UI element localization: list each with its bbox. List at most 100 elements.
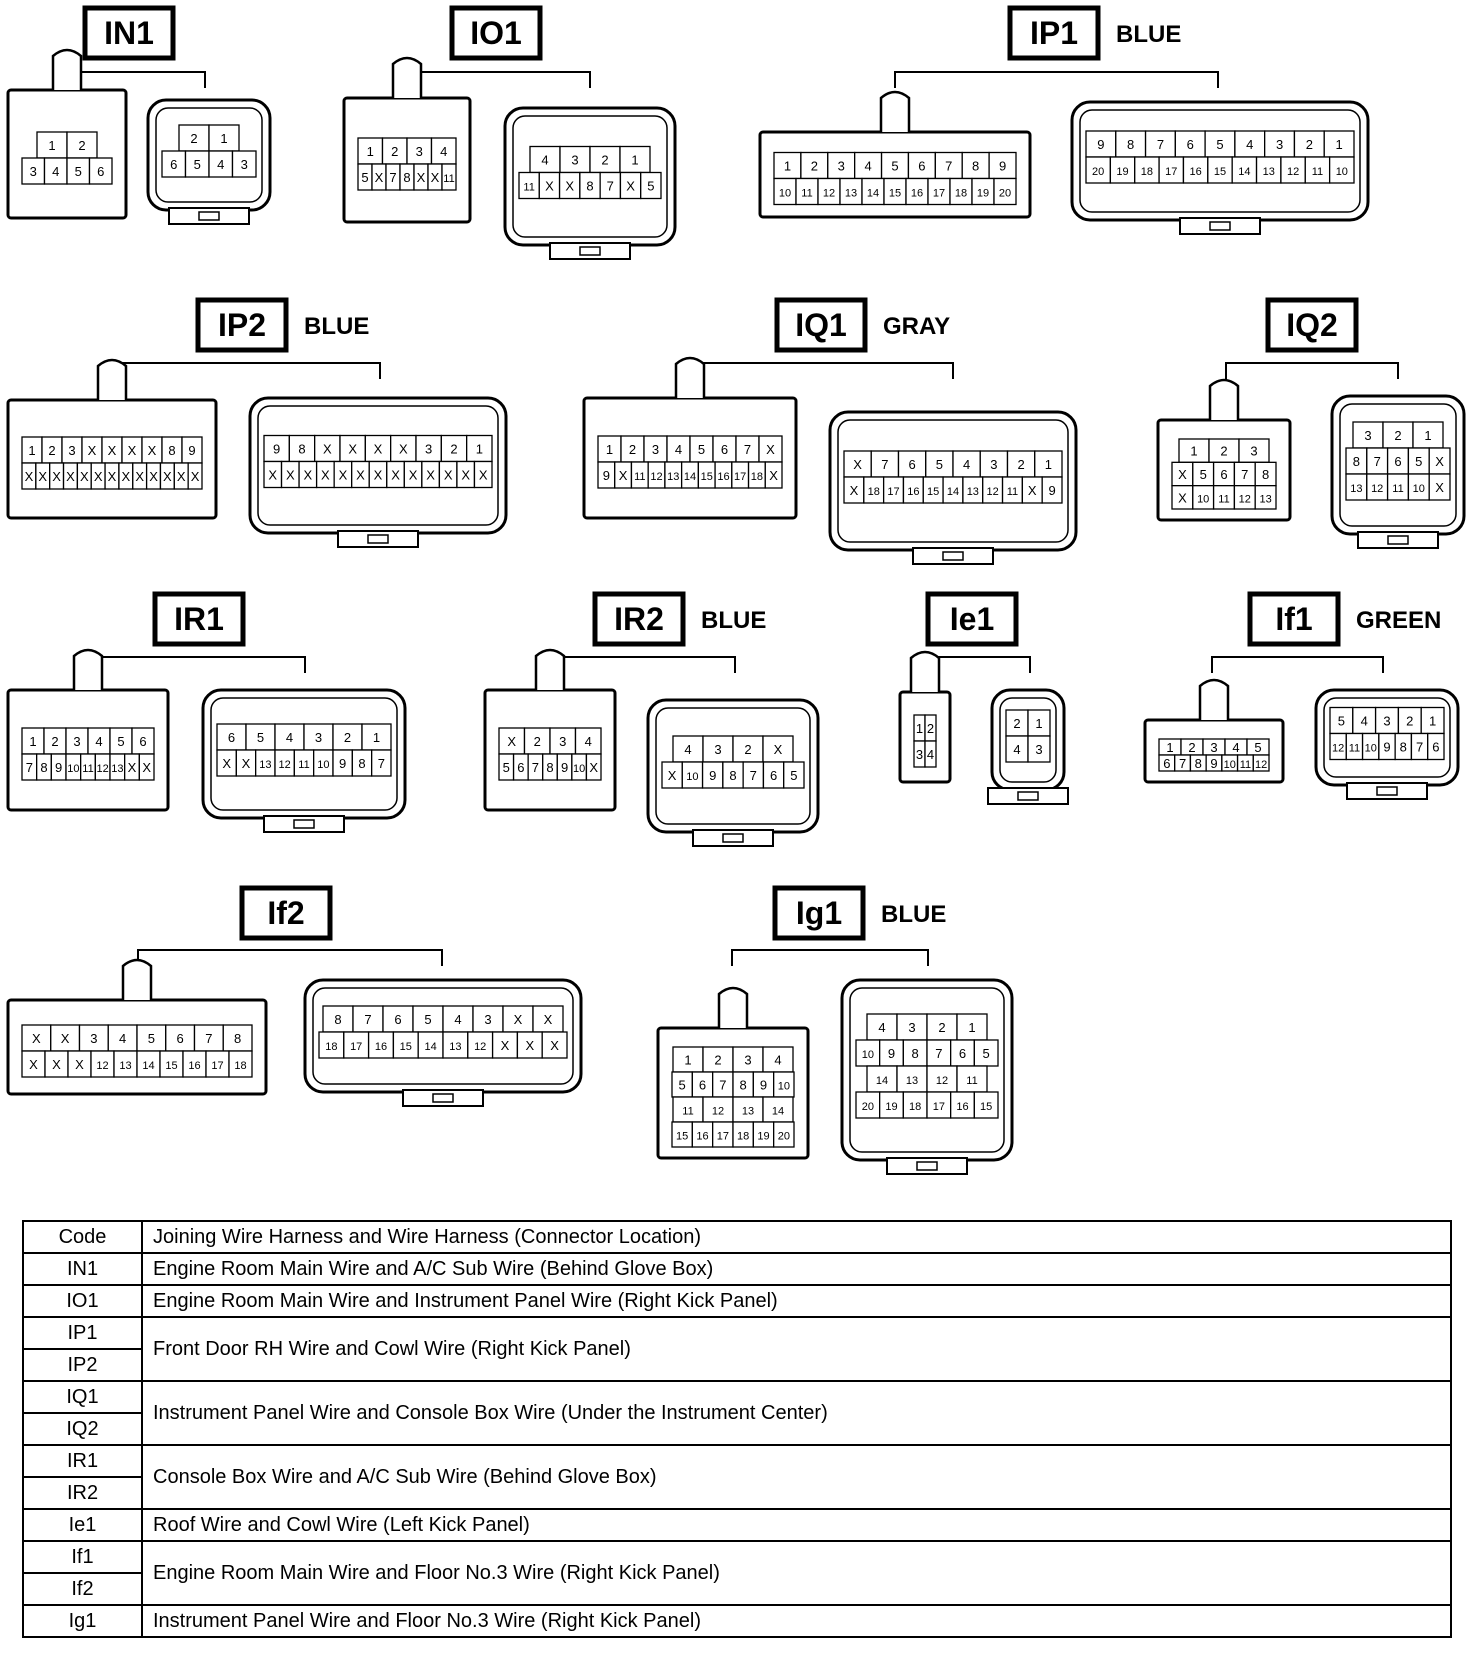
pin-number: 1	[631, 153, 638, 168]
pin-number: 10	[862, 1049, 874, 1061]
pin-cell	[1323, 130, 1355, 158]
pin-number: 2	[78, 138, 85, 153]
connector-bracket	[924, 656, 1031, 673]
pin-cell	[773, 1121, 795, 1148]
pin-number: 1	[968, 1020, 975, 1035]
pin-number: 7	[389, 170, 396, 185]
pin-number: X	[626, 179, 635, 194]
pin-cell	[952, 450, 981, 478]
pin-cell	[640, 171, 662, 200]
pin-number: 4	[95, 734, 102, 749]
connector-label-box	[925, 591, 1019, 647]
pin-number: 1	[1166, 740, 1173, 755]
pin-cell	[88, 157, 113, 185]
pin-number: 8	[912, 1046, 919, 1061]
connector-color-label: BLUE	[304, 313, 369, 340]
pin-cell	[1027, 735, 1051, 763]
pin-number: 8	[1262, 467, 1269, 482]
table-cell-code: IP2	[22, 1348, 143, 1382]
pin-number: X	[80, 469, 89, 484]
pin-cell	[412, 1005, 444, 1033]
table-cell-code: IO1	[22, 1284, 143, 1318]
pin-number: 1	[1335, 137, 1342, 152]
pin-number: 10	[67, 763, 79, 775]
pin-number: 3	[652, 442, 659, 457]
connector-housing-inner	[312, 987, 574, 1085]
table-cell-description: Engine Room Main Wire and Instrument Pan…	[141, 1284, 1452, 1318]
connector-code: IP2	[218, 307, 266, 343]
pin-cell	[732, 1096, 764, 1123]
pin-number: 14	[1238, 166, 1250, 178]
pin-number: 20	[862, 1101, 874, 1113]
pin-number: 2	[811, 159, 818, 174]
pin-cell	[979, 450, 1009, 478]
table-cell-code: If2	[22, 1572, 143, 1606]
pin-number: 9	[55, 760, 62, 775]
pin-number: X	[304, 468, 313, 483]
pin-number: 13	[667, 471, 679, 483]
pin-number: 11	[1312, 166, 1323, 178]
pin-number: 1	[48, 138, 55, 153]
pin-number: 10	[778, 1081, 790, 1093]
pin-cell	[672, 735, 704, 763]
pin-cell	[467, 1031, 494, 1059]
pin-number: 17	[350, 1041, 362, 1053]
pin-number: 12	[279, 759, 291, 771]
pin-number: 9	[561, 760, 568, 775]
pin-number: X	[1178, 490, 1187, 505]
pin-cell	[907, 151, 936, 180]
pin-number: 3	[1210, 740, 1217, 755]
pin-number: 7	[1241, 467, 1248, 482]
pin-number: X	[52, 469, 61, 484]
pin-number: X	[66, 469, 75, 484]
pin-number: X	[61, 1031, 70, 1046]
pin-number: 15	[165, 1060, 177, 1072]
table-header-description: Joining Wire Harness and Wire Harness (C…	[141, 1220, 1452, 1254]
pin-number: X	[417, 170, 426, 185]
pin-number: 1	[220, 131, 227, 146]
pin-number: 7	[945, 159, 952, 174]
table-cell-code: IR2	[22, 1476, 143, 1510]
pin-number: 2	[601, 153, 608, 168]
pin-number: 18	[955, 188, 967, 200]
pin-number: 6	[97, 164, 104, 179]
pin-number: 6	[177, 1031, 184, 1046]
pin-number: 18	[234, 1060, 246, 1072]
connector-housing-inner	[155, 107, 263, 203]
pin-number: 5	[1216, 137, 1223, 152]
pin-number: 18	[325, 1041, 337, 1053]
pin-cell	[390, 434, 417, 463]
pin-number: 7	[1374, 454, 1381, 469]
pin-number: 5	[503, 760, 510, 775]
table-cell-code: IP1	[22, 1316, 143, 1350]
pin-number: 8	[740, 1078, 747, 1093]
pin-number: 13	[845, 188, 857, 200]
pin-number: 13	[906, 1075, 918, 1087]
lock-lever-icon	[534, 648, 566, 690]
pin-number: 7	[378, 756, 385, 771]
pin-number: 4	[963, 457, 970, 472]
pin-cell	[762, 1046, 794, 1073]
table-cell-description: Front Door RH Wire and Cowl Wire (Right …	[141, 1316, 1452, 1382]
pin-cell	[441, 163, 457, 191]
pin-number: 9	[1048, 483, 1055, 498]
pin-number: 8	[1195, 756, 1202, 771]
pin-cell	[1427, 732, 1445, 761]
pin-number: 12	[97, 763, 109, 775]
pin-number: 11	[1218, 493, 1229, 505]
pin-number: 7	[26, 760, 33, 775]
pin-number: 6	[170, 157, 177, 172]
pin-number: 12	[1287, 166, 1299, 178]
pin-number: 3	[990, 457, 997, 472]
pin-number: 4	[541, 153, 548, 168]
lock-lever-icon	[1198, 678, 1230, 720]
pin-cell	[343, 1031, 370, 1059]
pin-number: X	[32, 1031, 41, 1046]
connector-label-box	[195, 297, 289, 353]
lock-lever-icon	[1208, 378, 1240, 420]
